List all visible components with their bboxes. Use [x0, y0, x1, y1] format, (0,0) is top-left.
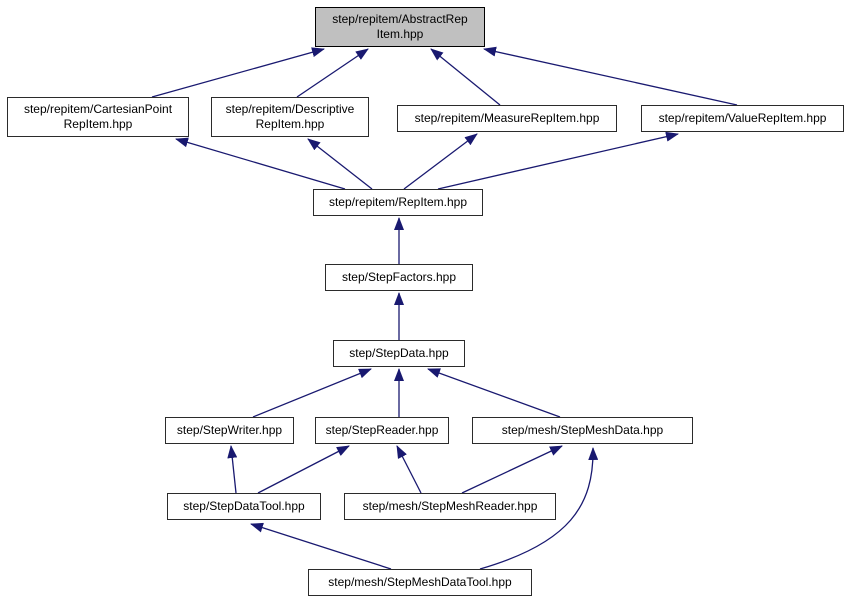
- graph-node-rep-item[interactable]: step/repitem/RepItem.hpp: [313, 189, 483, 216]
- graph-node-value-rep-item[interactable]: step/repitem/ValueRepItem.hpp: [641, 105, 844, 132]
- graph-node-label: step/StepDataTool.hpp: [183, 499, 305, 513]
- graph-node-label: step/repitem/ValueRepItem.hpp: [658, 111, 827, 125]
- graph-node-step-mesh-data-tool[interactable]: step/mesh/StepMeshDataTool.hpp: [308, 569, 532, 596]
- graph-node-step-data-tool[interactable]: step/StepDataTool.hpp: [167, 493, 321, 520]
- graph-node-step-mesh-data[interactable]: step/mesh/StepMeshData.hpp: [472, 417, 693, 444]
- edge-measure-rep-item-to-abstract-rep-item: [430, 48, 501, 106]
- graph-node-measure-rep-item[interactable]: step/repitem/MeasureRepItem.hpp: [397, 105, 617, 132]
- graph-node-label: step/repitem/CartesianPoint: [23, 102, 173, 116]
- graph-node-label: step/repitem/RepItem.hpp: [328, 195, 468, 209]
- edge-rep-item-to-value-rep-item: [437, 131, 679, 190]
- edge-rep-item-to-measure-rep-item: [403, 133, 478, 190]
- graph-node-step-reader[interactable]: step/StepReader.hpp: [315, 417, 449, 444]
- graph-node-label: step/mesh/StepMeshReader.hpp: [362, 499, 538, 513]
- edge-step-mesh-data-tool-to-step-mesh-data: [479, 447, 599, 570]
- edge-step-mesh-reader-to-step-reader: [396, 445, 422, 494]
- edge-step-data-tool-to-step-writer: [227, 445, 238, 494]
- graph-node-label: step/repitem/MeasureRepItem.hpp: [414, 111, 600, 125]
- graph-node-label: Item.hpp: [376, 27, 424, 41]
- edge-descriptive-rep-item-to-abstract-rep-item: [296, 48, 369, 98]
- edge-value-rep-item-to-abstract-rep-item: [483, 46, 738, 106]
- graph-node-label: RepItem.hpp: [63, 117, 133, 131]
- graph-node-label: step/repitem/AbstractRep: [332, 12, 468, 26]
- graph-node-step-mesh-reader[interactable]: step/mesh/StepMeshReader.hpp: [344, 493, 556, 520]
- graph-node-label: step/mesh/StepMeshData.hpp: [501, 423, 664, 437]
- edge-step-writer-to-step-data: [252, 368, 372, 418]
- graph-node-step-writer[interactable]: step/StepWriter.hpp: [165, 417, 294, 444]
- edge-step-mesh-reader-to-step-mesh-data: [461, 445, 563, 494]
- graph-node-label: step/StepFactors.hpp: [341, 270, 457, 284]
- graph-node-step-data[interactable]: step/StepData.hpp: [333, 340, 465, 367]
- graph-node-label: step/StepReader.hpp: [325, 423, 439, 437]
- edge-step-data-tool-to-step-reader: [257, 445, 350, 494]
- edge-rep-item-to-cartesian-point-rep-item: [175, 137, 346, 190]
- edge-step-mesh-data-to-step-data: [427, 368, 561, 418]
- graph-node-label: step/repitem/Descriptive: [225, 102, 355, 116]
- edge-cartesian-point-rep-item-to-abstract-rep-item: [151, 47, 325, 98]
- graph-node-label: step/StepWriter.hpp: [176, 423, 283, 437]
- graph-node-label: RepItem.hpp: [255, 117, 325, 131]
- edge-rep-item-to-descriptive-rep-item: [307, 138, 373, 190]
- graph-node-label: step/StepData.hpp: [349, 346, 449, 360]
- edge-step-mesh-data-tool-to-step-data-tool: [250, 522, 392, 570]
- graph-node-label: step/mesh/StepMeshDataTool.hpp: [328, 575, 512, 589]
- graph-node-step-factors[interactable]: step/StepFactors.hpp: [325, 264, 473, 291]
